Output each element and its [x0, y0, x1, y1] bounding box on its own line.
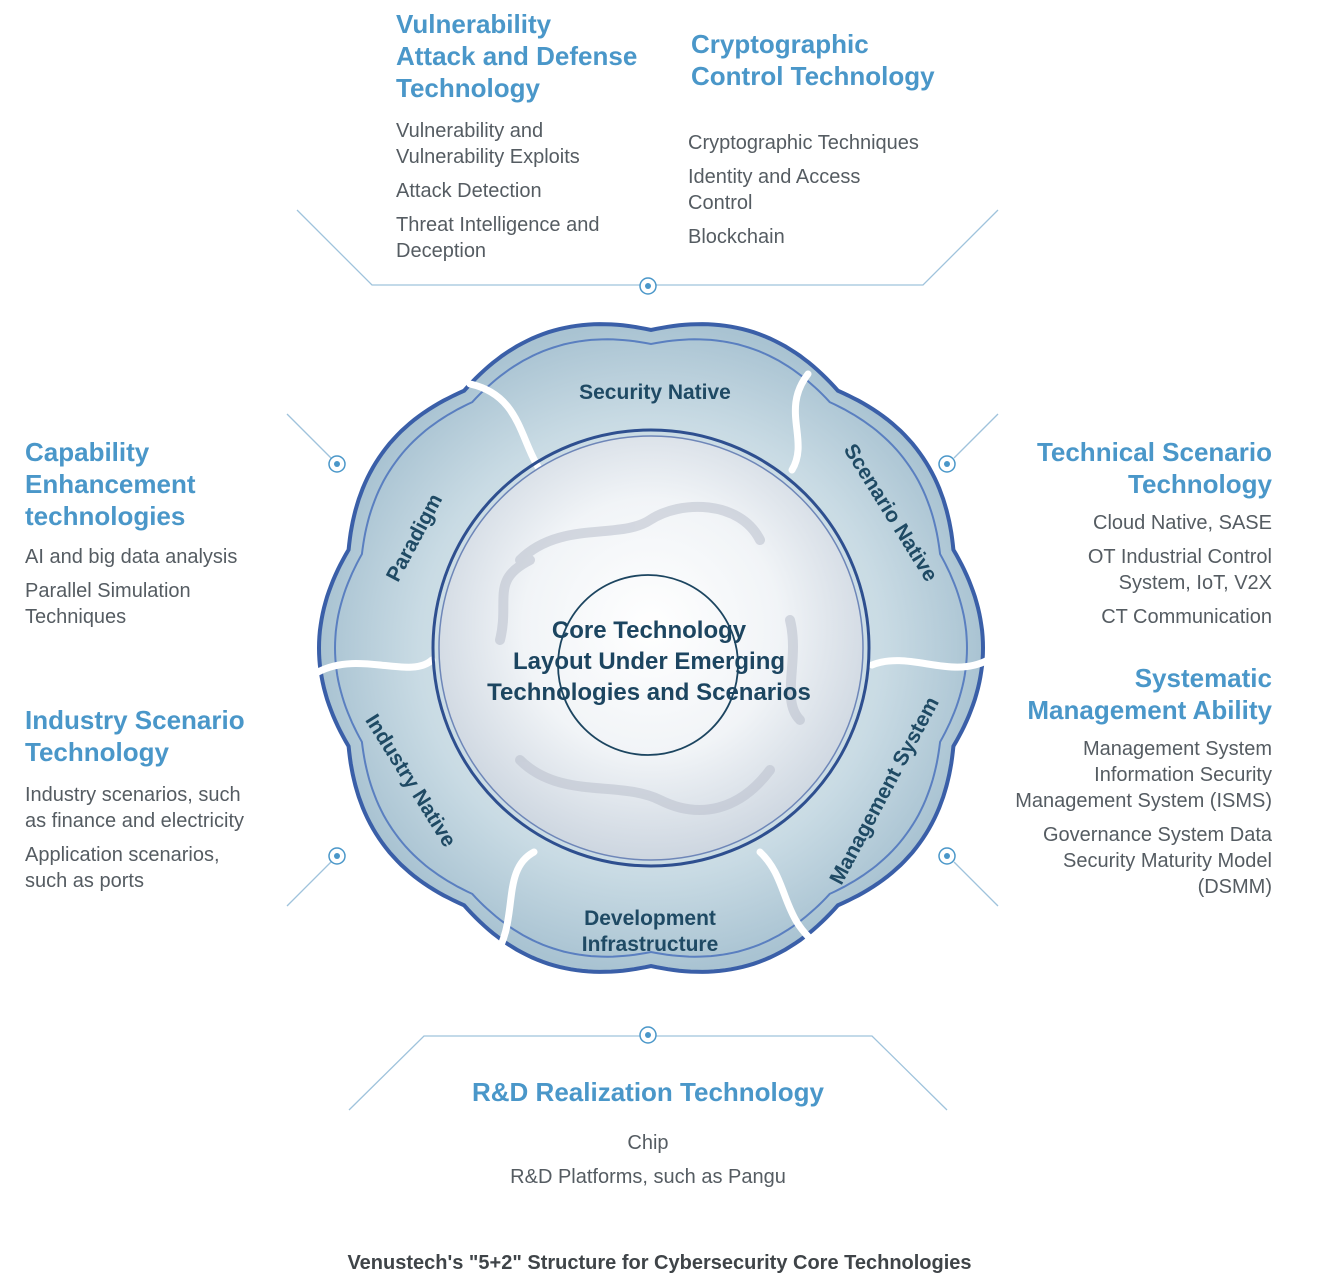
bottom-connector-dot: [639, 1026, 657, 1044]
block-vulnerability-item: Threat Intelligence and Deception: [396, 214, 600, 262]
block-vulnerability-item: Attack Detection: [396, 180, 542, 202]
left-upper-connector-dot: [328, 455, 346, 473]
block-systematic-item: Management System Information Security M…: [1015, 738, 1272, 812]
block-technical-item: Cloud Native, SASE: [1093, 512, 1272, 534]
left-lower-connector-dot: [328, 847, 346, 865]
ring-label-security-native: Security Native: [579, 381, 731, 404]
block-industry-item: Industry scenarios, such as finance and …: [25, 784, 245, 832]
block-rnd-item: Chip: [627, 1132, 669, 1154]
right-lower-connector-dot: [938, 847, 956, 865]
block-capability: Capability Enhancement technologies AI a…: [25, 436, 295, 638]
block-cryptographic: Cryptographic Control Technology Cryptog…: [688, 28, 978, 258]
block-capability-heading: Capability Enhancement technologies: [25, 437, 196, 531]
block-cryptographic-item: Blockchain: [688, 226, 785, 248]
figure-caption: Venustech's "5+2" Structure for Cybersec…: [347, 1252, 972, 1274]
block-industry-heading: Industry Scenario Technology: [25, 705, 245, 767]
right-upper-connector-dot: [938, 455, 956, 473]
block-cryptographic-item: Identity and Access Control: [688, 166, 861, 214]
block-industry: Industry Scenario Technology Industry sc…: [25, 704, 305, 902]
block-technical-item: OT Industrial Control System, IoT, V2X: [1087, 546, 1272, 594]
top-connector-dot: [639, 277, 657, 295]
core-title: Core Technology Layout Under Emerging Te…: [487, 617, 811, 706]
block-vulnerability-item: Vulnerability and Vulnerability Exploits: [396, 120, 580, 168]
block-technical-item: CT Communication: [1101, 606, 1272, 628]
block-capability-item: AI and big data analysis: [25, 546, 238, 568]
block-cryptographic-item: Cryptographic Techniques: [688, 132, 919, 154]
block-vulnerability-heading: Vulnerability Attack and Defense Technol…: [396, 9, 638, 103]
block-rnd-item: R&D Platforms, such as Pangu: [510, 1166, 786, 1188]
ring-label-development-infrastructure: Development Infrastructure: [581, 907, 719, 956]
porcelain-plate: [314, 322, 992, 974]
block-rnd: R&D Realization Technology Chip R&D Plat…: [400, 1076, 896, 1198]
block-systematic-item: Governance System Data Security Maturity…: [1043, 824, 1272, 898]
block-rnd-heading: R&D Realization Technology: [472, 1077, 824, 1107]
block-systematic: Systematic Management Ability Management…: [972, 662, 1272, 908]
plate-segment-dividers: [314, 370, 992, 962]
block-systematic-heading: Systematic Management Ability: [1027, 663, 1272, 725]
left-lower-frame: [15, 861, 332, 907]
block-technical: Technical Scenario Technology Cloud Nati…: [980, 436, 1272, 638]
block-vulnerability: Vulnerability Attack and Defense Technol…: [396, 8, 661, 272]
right-upper-frame: [953, 413, 1280, 459]
block-cryptographic-heading: Cryptographic Control Technology: [691, 29, 935, 91]
block-capability-item: Parallel Simulation Techniques: [25, 580, 191, 628]
block-industry-item: Application scenarios, such as ports: [25, 844, 220, 892]
plate-dragon-decoration: [495, 501, 805, 815]
block-technical-heading: Technical Scenario Technology: [1036, 437, 1272, 499]
right-lower-frame: [953, 861, 1280, 907]
left-upper-frame: [15, 413, 332, 459]
